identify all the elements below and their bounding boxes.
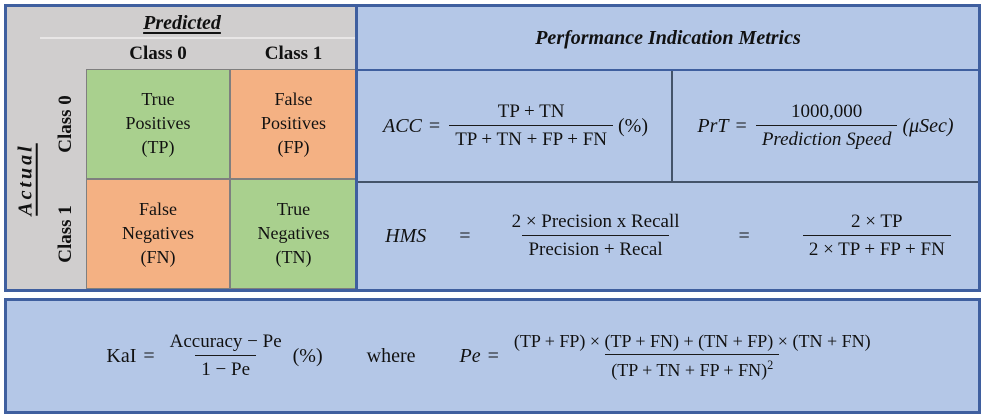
metrics-row-divider — [358, 181, 978, 183]
acc-prt-divider — [671, 71, 673, 181]
pe-denominator-base: (TP + TN + FP + FN) — [611, 360, 768, 380]
predicted-underline-rule — [40, 37, 357, 39]
metrics-panel-background — [358, 7, 978, 289]
row-header-class-1: Class 1 — [54, 205, 76, 263]
prt-unit: (μSec) — [902, 114, 954, 137]
prt-denominator: Prediction Speed — [755, 125, 898, 151]
pe-numerator: (TP + FP) × (TP + FN) + (TN + FP) × (TN … — [513, 331, 871, 351]
column-header-class-0: Class 0 — [129, 42, 187, 64]
acc-numerator: TP + TN — [497, 101, 565, 122]
acc-fraction: TP + TN TP + TN + FP + FN — [447, 101, 615, 151]
formula-prediction-time: PrT = 1000,000 Prediction Speed (μSec) — [673, 71, 978, 181]
kappa-numerator: Accuracy − Pe — [169, 331, 282, 352]
hms-equals-1: = — [459, 224, 471, 247]
actual-axis-background: Actual — [7, 69, 45, 289]
kappa-equals: = — [143, 344, 155, 367]
metrics-title: Performance Indication Metrics — [535, 26, 801, 49]
cell-true-positives: True Positives (TP) — [86, 69, 230, 179]
kappa-name: KaI — [106, 344, 137, 367]
hms-name: HMS — [385, 224, 427, 247]
kappa-unit: (%) — [292, 344, 323, 367]
cell-false-positives: False Positives (FP) — [230, 69, 357, 179]
metrics-title-divider — [358, 69, 978, 71]
cell-tn-abbr: (TN) — [275, 246, 312, 267]
cell-fn-abbr: (FN) — [140, 246, 176, 267]
acc-unit: (%) — [618, 114, 648, 137]
where-keyword: where — [366, 344, 416, 367]
cell-tp-line1: True — [141, 89, 175, 110]
row-header-class-0: Class 0 — [54, 95, 76, 153]
top-block-frame — [4, 4, 981, 292]
cell-false-negatives: False Negatives (FN) — [86, 179, 230, 289]
prt-name: PrT — [697, 114, 729, 137]
actual-label: Actual — [14, 142, 37, 216]
acc-denominator: TP + TN + FP + FN — [449, 125, 614, 151]
pe-name: Pe — [459, 344, 481, 367]
hms-numerator-2: 2 × TP — [851, 211, 903, 232]
hms-fraction-1: 2 × Precision x Recall Precision + Recal — [504, 211, 688, 261]
cell-tp-line2: Positives — [125, 113, 191, 134]
pe-equals: = — [487, 344, 499, 367]
prt-numerator: 1000,000 — [791, 101, 863, 122]
cell-fn-line2: Negatives — [122, 223, 194, 244]
pe-fraction: (TP + FP) × (TP + FN) + (TN + FP) × (TN … — [506, 331, 879, 381]
cell-fp-abbr: (FP) — [277, 136, 310, 157]
cell-true-negatives: True Negatives (TN) — [230, 179, 357, 289]
hms-fraction-2: 2 × TP 2 × TP + FP + FN — [801, 211, 953, 261]
acc-name: ACC — [383, 114, 422, 137]
matrix-metrics-divider — [355, 7, 358, 289]
cell-fp-line1: False — [274, 89, 313, 110]
pe-denominator-exponent: 2 — [767, 358, 774, 372]
pe-denominator: (TP + TN + FP + FN)2 — [605, 354, 780, 381]
predicted-label: Predicted — [143, 11, 221, 34]
column-header-class-1: Class 1 — [264, 42, 323, 64]
cell-tn-line2: Negatives — [257, 223, 330, 244]
cell-tp-abbr: (TP) — [141, 136, 175, 157]
cell-fp-line2: Positives — [260, 113, 326, 134]
hms-equals-2: = — [738, 224, 750, 247]
cell-fn-line1: False — [139, 199, 177, 220]
row-header-class-1-background: Class 1 — [45, 179, 86, 289]
bottom-block-frame — [4, 298, 981, 414]
formula-accuracy: ACC = TP + TN TP + TN + FP + FN (%) — [360, 71, 671, 181]
formula-kappa: KaI = Accuracy − Pe 1 − Pe (%) — [106, 331, 322, 381]
acc-equals: = — [428, 114, 441, 137]
kappa-fraction: Accuracy − Pe 1 − Pe — [162, 331, 290, 381]
hms-denominator-2: 2 × TP + FP + FN — [802, 235, 951, 261]
prt-fraction: 1000,000 Prediction Speed — [754, 101, 900, 151]
prt-equals: = — [735, 114, 747, 137]
hms-numerator-1: 2 × Precision x Recall — [511, 211, 680, 232]
formula-harmonic-mean-score: HMS = 2 × Precision x Recall Precision +… — [360, 183, 978, 289]
row-header-class-0-background: Class 0 — [45, 69, 86, 179]
formula-kappa-row: KaI = Accuracy − Pe 1 − Pe (%) where Pe … — [7, 301, 978, 411]
cell-tn-line1: True — [276, 199, 311, 220]
hms-denominator-1: Precision + Recal — [522, 235, 669, 261]
formula-pe: Pe = (TP + FP) × (TP + FN) + (TN + FP) ×… — [459, 331, 878, 381]
kappa-denominator: 1 − Pe — [195, 355, 256, 381]
